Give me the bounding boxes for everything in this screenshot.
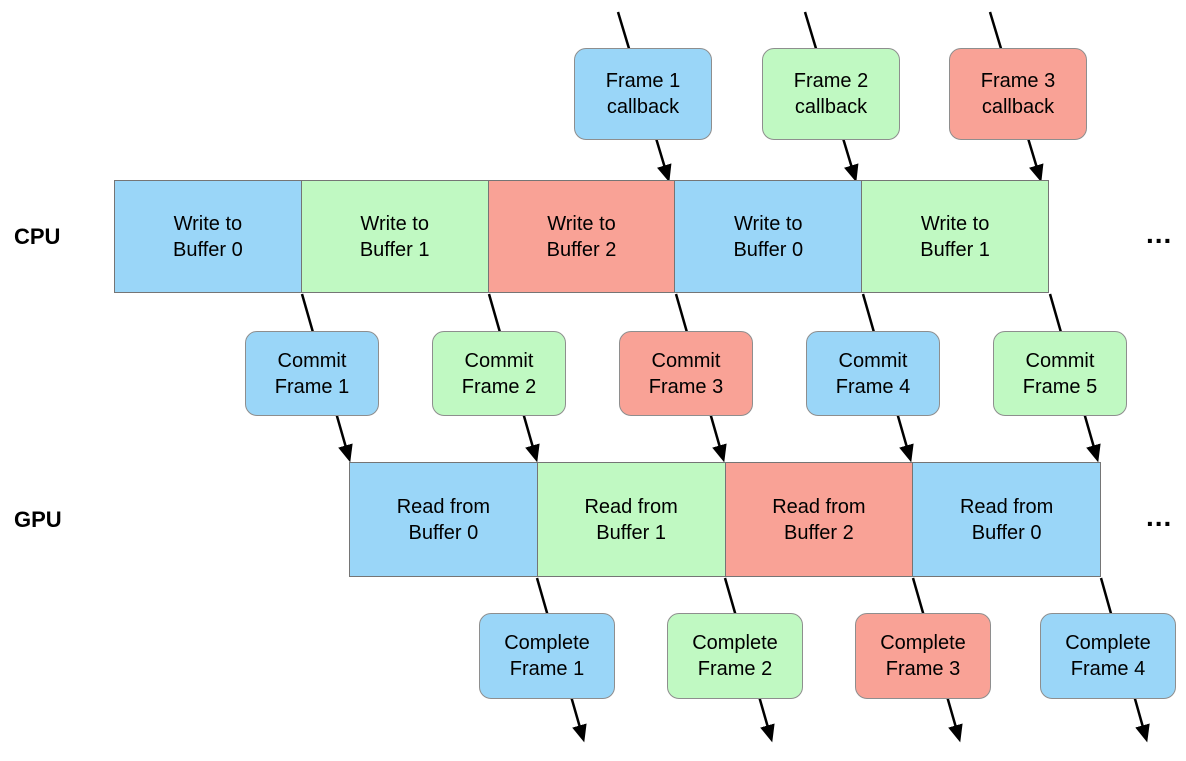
commit-frame-box: Commit Frame 4 [806,331,940,416]
commit-frame-label: Frame 3 [648,375,724,398]
gpu-read-segment: Read from Buffer 0 [350,463,537,576]
cpu-write-segment: Write to Buffer 1 [861,181,1048,292]
cpu-segment-label: Buffer 0 [733,238,804,261]
cpu-segment-label: Write to [173,212,243,235]
complete-frame-box: Complete Frame 1 [479,613,615,699]
commit-frame-label: Frame 4 [835,375,911,398]
complete-frame-label: Complete [504,632,590,654]
frame-callback-box: Frame 2 callback [762,48,900,140]
complete-frame-label: Frame 4 [1070,658,1146,680]
cpu-segment-label: Buffer 1 [359,238,430,261]
commit-frame-box: Commit Frame 5 [993,331,1127,416]
gpu-row-label: GPU [14,506,62,532]
gpu-segment-label: Read from [584,495,678,518]
frame-callback-label: callback [606,96,680,118]
gpu-read-segment: Read from Buffer 2 [724,463,913,576]
gpu-ellipsis: ... [1146,501,1173,532]
complete-frame-label: Complete [1065,632,1151,654]
commit-frame-label: Frame 1 [274,375,350,398]
commit-frame-label: Frame 2 [461,375,537,398]
frame-callback-label: Frame 3 [980,70,1056,92]
gpu-bar: Read from Buffer 0 Read from Buffer 1 Re… [349,462,1101,577]
commit-frame-label: Commit [838,349,908,372]
cpu-row-label: CPU [14,223,61,249]
cpu-segment-label: Buffer 1 [920,238,990,261]
gpu-segment-label: Buffer 1 [596,521,666,544]
gpu-segment-label: Read from [959,495,1054,518]
commit-frame-label: Commit [464,349,534,372]
cpu-ellipsis: ... [1146,217,1173,249]
cpu-segment-label: Write to [734,212,803,235]
commit-frame-label: Commit [1025,349,1095,372]
gpu-segment-label: Buffer 2 [784,521,854,544]
frame-callback-label: Frame 1 [605,70,681,92]
cpu-segment-label: Write to [547,212,616,235]
commit-frame-box: Commit Frame 3 [619,331,753,416]
cpu-segment-label: Write to [920,212,990,235]
cpu-segment-label: Write to [360,212,429,235]
complete-frame-label: Frame 1 [509,658,585,680]
cpu-write-segment: Write to Buffer 0 [115,181,301,292]
gpu-segment-label: Buffer 0 [971,521,1042,544]
cpu-write-segment: Write to Buffer 1 [300,181,488,292]
gpu-segment-label: Read from [772,495,866,518]
frame-callback-label: callback [981,96,1055,118]
complete-frame-label: Complete [880,632,966,654]
gpu-segment-label: Buffer 0 [408,521,479,544]
commit-frame-label: Commit [277,349,347,372]
complete-frame-box: Complete Frame 3 [855,613,991,699]
frame-callback-box: Frame 3 callback [949,48,1087,140]
commit-frame-box: Commit Frame 2 [432,331,566,416]
gpu-segment-label: Read from [396,495,491,518]
complete-frame-box: Complete Frame 4 [1040,613,1176,699]
commit-frame-label: Commit [651,349,721,372]
cpu-write-segment: Write to Buffer 0 [674,181,862,292]
commit-frame-box: Commit Frame 1 [245,331,379,416]
complete-frame-box: Complete Frame 2 [667,613,803,699]
cpu-segment-label: Buffer 0 [173,238,243,261]
complete-frame-label: Frame 2 [697,658,773,680]
complete-frame-label: Complete [692,632,778,654]
frame-callback-box: Frame 1 callback [574,48,712,140]
commit-frame-label: Frame 5 [1022,375,1098,398]
cpu-segment-label: Buffer 2 [546,238,617,261]
gpu-read-segment: Read from Buffer 1 [536,463,725,576]
cpu-write-segment: Write to Buffer 2 [487,181,675,292]
frame-callback-label: callback [794,96,868,118]
cpu-bar: Write to Buffer 0 Write to Buffer 1 Writ… [114,180,1049,293]
complete-frame-label: Frame 3 [885,658,961,680]
gpu-read-segment: Read from Buffer 0 [912,463,1100,576]
frame-callback-label: Frame 2 [793,70,869,92]
